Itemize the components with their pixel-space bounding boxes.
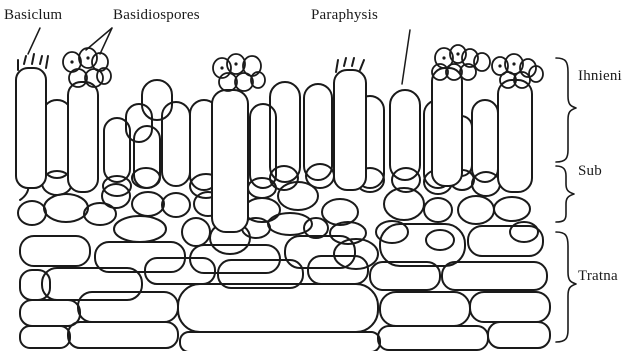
trama-label: Tratna — [578, 268, 618, 284]
layer-braces — [556, 58, 576, 342]
basidiospores — [63, 45, 543, 91]
paraphysis-label: Paraphysis — [311, 7, 378, 23]
trama-cells — [20, 224, 550, 351]
subhymenium-label: Sub — [578, 163, 602, 179]
basidium-label: Basiclum — [4, 7, 62, 23]
basidiospores-label: Basidiospores — [113, 7, 200, 23]
hymenium-label: Ihnieni — [578, 68, 622, 84]
